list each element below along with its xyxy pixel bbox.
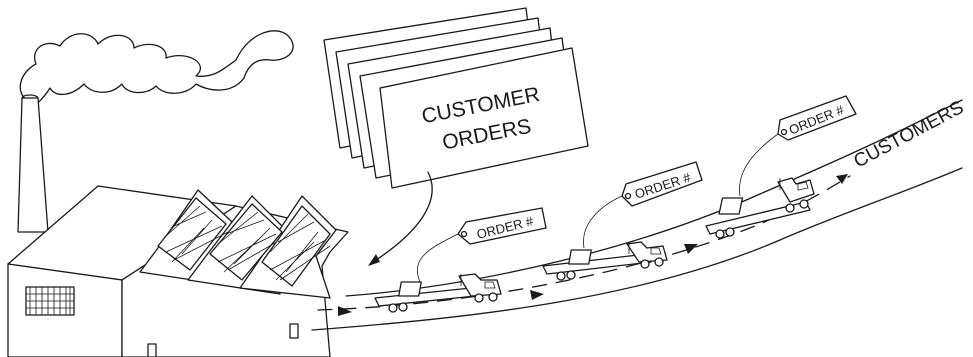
factory-door [290,324,298,338]
order-tag: ORDER # [583,162,702,248]
factory-window [26,287,74,315]
order-tag: ORDER # [417,208,546,282]
customer-orders-stack: CUSTOMER ORDERS [324,8,588,188]
truck [375,274,501,312]
factory-door [148,344,156,357]
truck [706,178,814,238]
factory [8,186,348,357]
chimney [18,95,48,232]
smoke-cloud [20,31,293,106]
customers-label: CUSTOMERS [850,97,967,172]
order-tag: ORDER # [739,96,856,196]
